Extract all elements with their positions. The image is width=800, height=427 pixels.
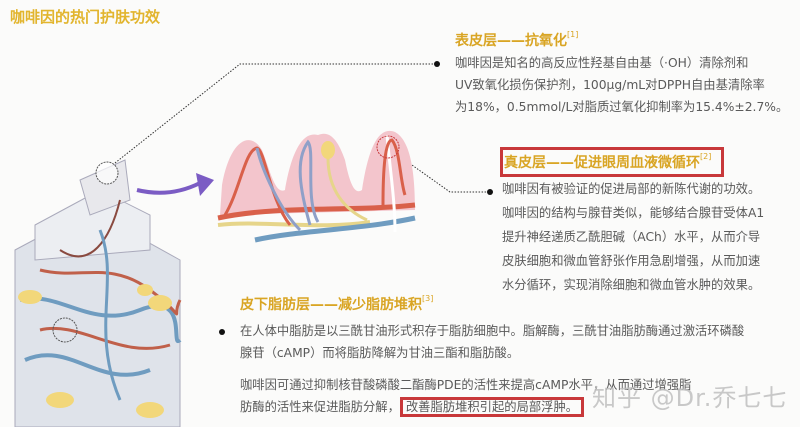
text-line: UV致氧化损伤保护剂，100μg/mL对DPPH自由基清除率 <box>455 78 765 92</box>
text-line: 腺苷（cAMP）而将脂肪降解为甘油三酯和脂肪酸。 <box>240 346 520 360</box>
text-line: 为18%，0.5mmol/L对脂质过氧化抑制率为15.4%±2.7%。 <box>455 100 789 114</box>
text-line: 咖啡因是知名的高反应性羟基自由基（·OH）清除剂和 <box>455 56 749 70</box>
text-line: 在人体中脂肪是以三酰甘油形式积存于脂肪细胞中。脂解酶，三酰甘油脂肪酶通过激活环磷… <box>240 324 745 338</box>
heading-text: 表皮层——抗氧化 <box>455 33 567 49</box>
callout-lines <box>114 63 490 193</box>
callout-dot <box>487 189 493 195</box>
section-body-dermis: 咖啡因有被验证的促进局部的新陈代谢的功效。 咖啡因的结构与腺苷类似，能够结合腺苷… <box>502 177 764 297</box>
section-heading-epidermis: 表皮层——抗氧化[1] <box>455 30 578 50</box>
heading-text: 皮下脂肪层——减少脂肪堆积 <box>240 297 422 313</box>
paragraph-spacer <box>240 364 744 374</box>
callout-dot <box>434 61 440 67</box>
section-body-epidermis: 咖啡因是知名的高反应性羟基自由基（·OH）清除剂和 UV致氧化损伤保护剂，100… <box>455 52 788 118</box>
reference-marker: [2] <box>700 152 712 161</box>
heading-text: 真皮层——促进眼周血液微循环 <box>504 155 700 171</box>
text-line: 皮肤细胞和微血管舒张作用急剧增强，从而加速 <box>502 254 761 268</box>
dermis-detail <box>217 130 416 243</box>
section-body-subcutaneous: 在人体中脂肪是以三酰甘油形式积存于脂肪细胞中。脂解酶，三酰甘油脂肪酶通过激活环磷… <box>240 320 744 418</box>
reference-marker: [1] <box>567 30 579 39</box>
section-heading-subcutaneous: 皮下脂肪层——减少脂肪堆积[3] <box>240 294 433 314</box>
reference-marker: [3] <box>422 294 434 303</box>
text-line: 提升神经递质乙酰胆碱（ACh）水平，从而介导 <box>502 230 761 244</box>
watermark: 知乎 @Dr.乔七七 <box>592 384 788 412</box>
text-line: 咖啡因有被验证的促进局部的新陈代谢的功效。 <box>502 182 761 196</box>
skin-cube <box>14 159 182 427</box>
text-segment: 肪酶的活性来促进脂肪分解， <box>240 400 400 414</box>
arrow-head <box>196 173 214 196</box>
bullet-dot <box>219 329 225 335</box>
text-line: 咖啡因的结构与腺苷类似，能够结合腺苷受体A1 <box>502 206 765 220</box>
text-line: 水分循环，实现消除细胞和微血管水肿的效果。 <box>502 278 761 292</box>
highlighted-text: 改善脂肪堆积引起的局部浮肿。 <box>399 397 585 417</box>
magnify-arrow <box>136 181 201 195</box>
text-line: 肪酶的活性来促进脂肪分解，改善脂肪堆积引起的局部浮肿。 <box>240 396 744 418</box>
section-heading-dermis: 真皮层——促进眼周血液微循环[2] <box>500 147 725 177</box>
page-title: 咖啡因的热门护肤功效 <box>10 8 161 26</box>
text-line: 咖啡因可通过抑制核苷酸磷酸二酯酶PDE的活性来提高cAMP水平，从而通过增强脂 <box>240 378 692 392</box>
